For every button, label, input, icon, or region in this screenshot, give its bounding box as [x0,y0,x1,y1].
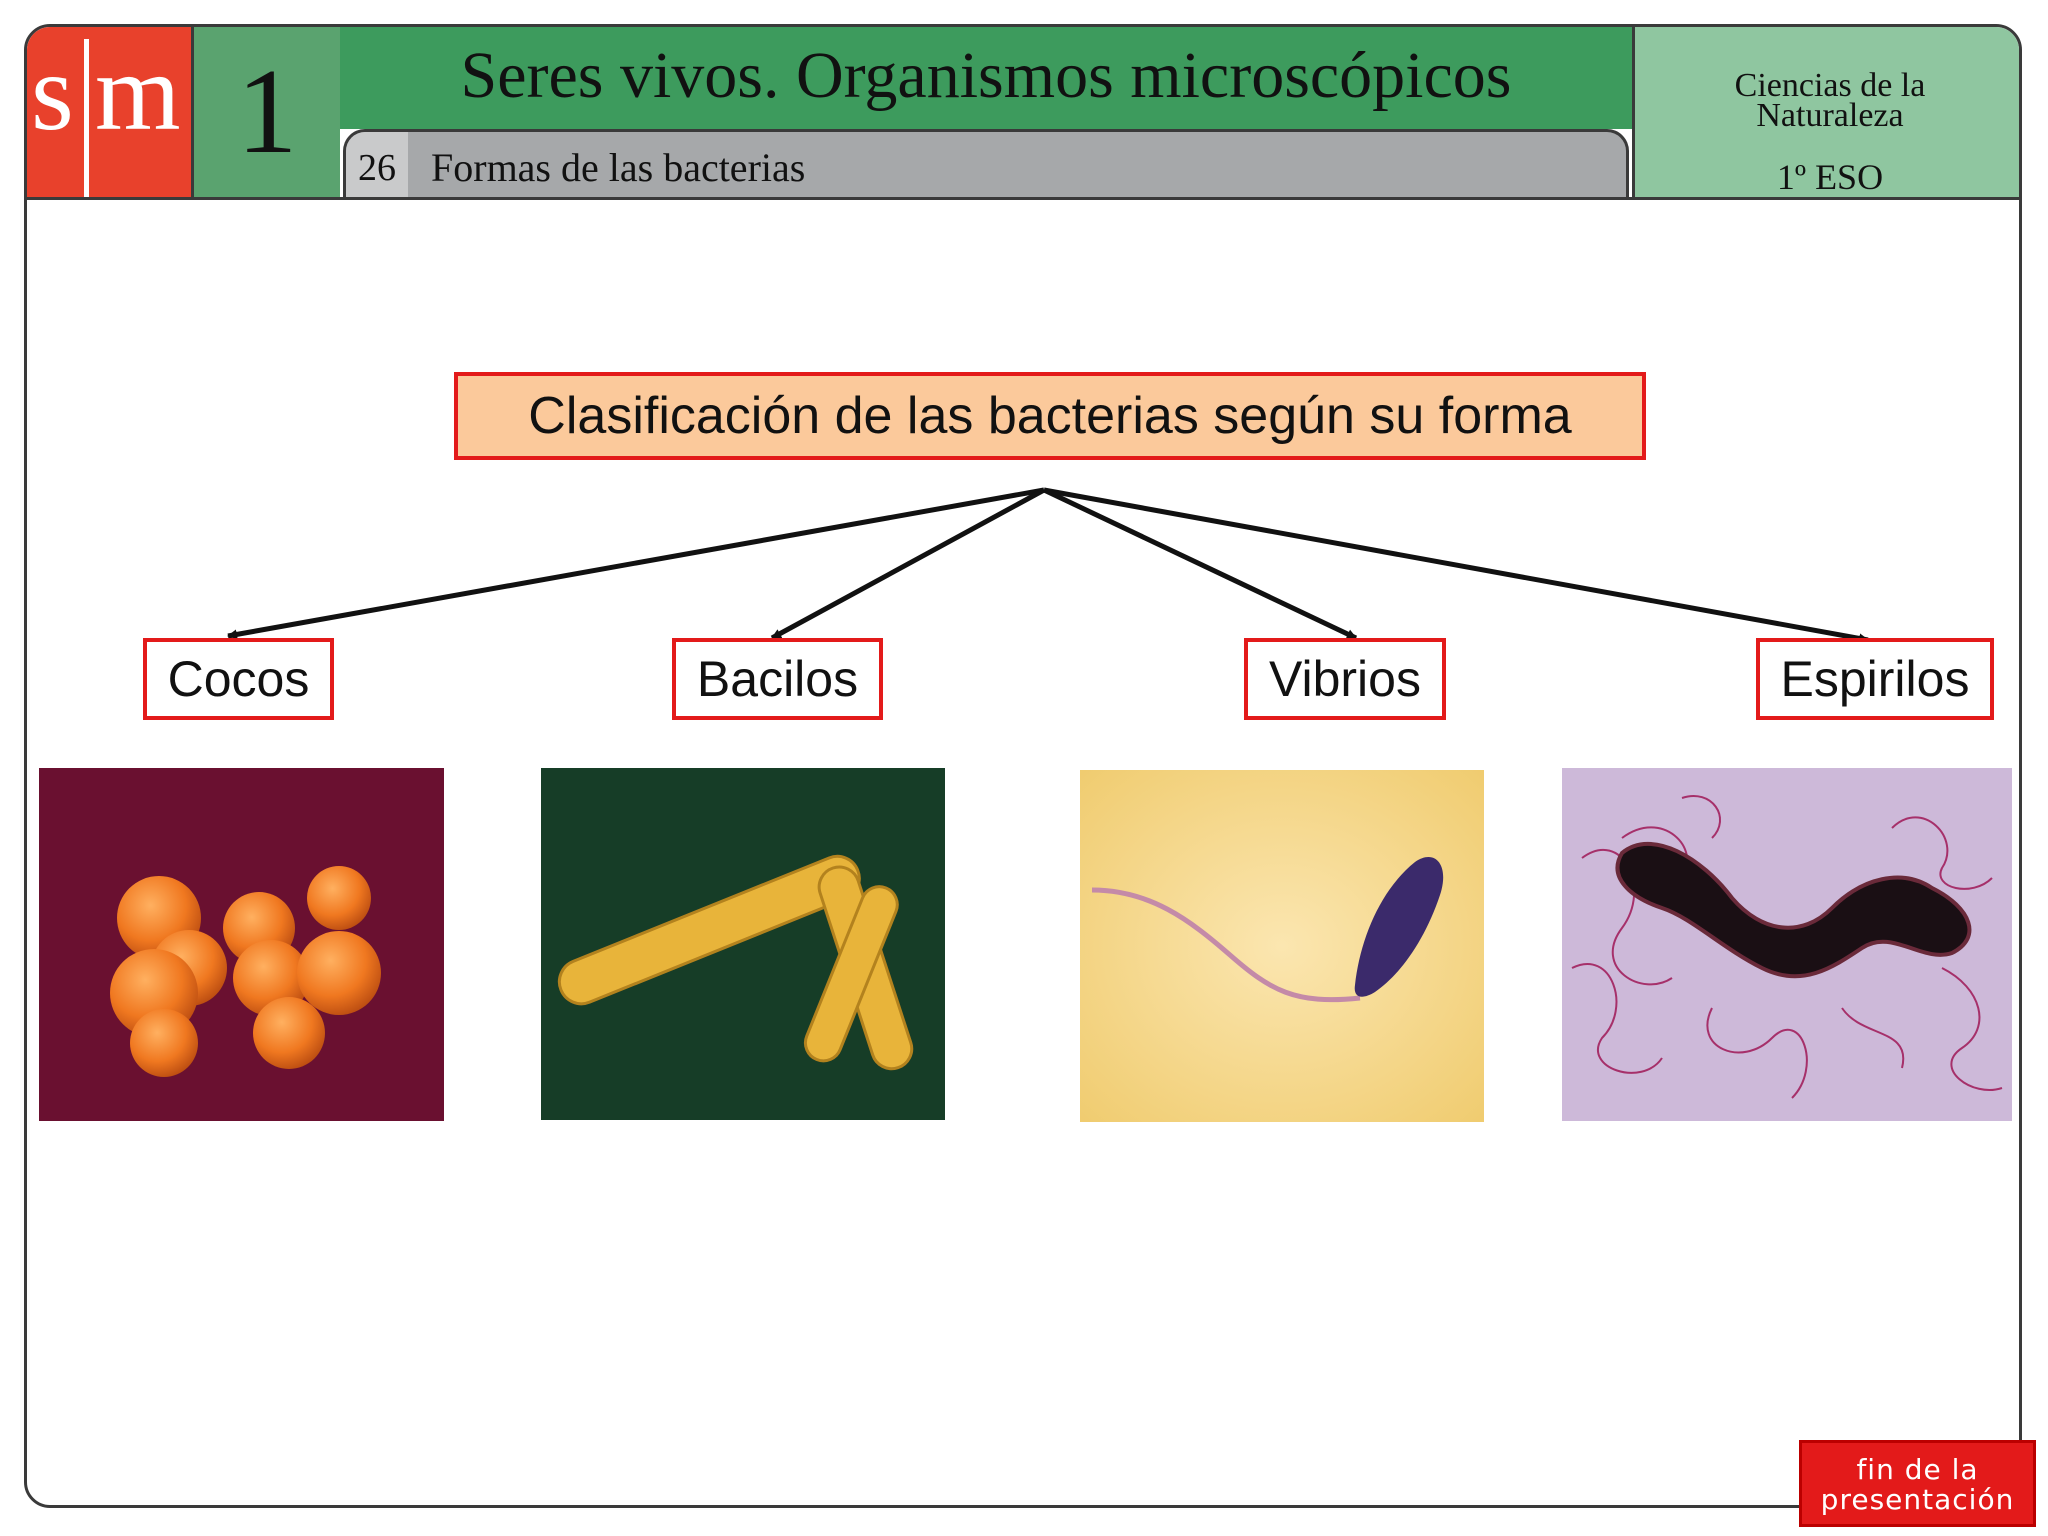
subject-line-1: Ciencias de la [1734,67,1926,104]
slide-number: 26 [346,132,408,197]
logo-letter-m: m [95,31,181,153]
sm-logo: s m [27,27,191,197]
arrow-to-vibrios [1042,487,1358,641]
logo-divider [84,39,89,197]
end-presentation-button[interactable]: fin de la presentación [1799,1440,2036,1527]
category-bacilos: Bacilos [672,638,883,720]
subject-box: Ciencias de la Naturaleza 1º ESO [1632,27,2019,197]
end-button-line-2: presentación [1820,1483,2015,1516]
subject-name: Ciencias de la Naturaleza [1635,67,2019,134]
arrow-to-bacilos [770,487,1046,641]
slide-title: Formas de las bacterias [431,145,806,190]
category-espirilos: Espirilos [1756,638,1994,720]
unit-title: Seres vivos. Organismos microscópicos [460,39,1512,112]
end-button-line-1: fin de la [1856,1453,1979,1486]
slide-frame: s m 1 Seres vivos. Organismos microscópi… [24,24,2022,1508]
subtitle-tab: 26 Formas de las bacterias [343,129,1629,197]
title-bar: Seres vivos. Organismos microscópicos [340,27,1632,129]
category-vibrios: Vibrios [1244,638,1446,720]
unit-number: 1 [236,44,298,179]
arrow-to-espirilos [1043,487,1869,644]
unit-number-box: 1 [191,27,340,197]
logo-letter-s: s [31,31,74,153]
vibrio-micrograph [1080,770,1484,1122]
bacilli-micrograph [541,768,945,1120]
classification-title: Clasificación de las bacterias según su … [454,372,1646,460]
arrow-to-cocos [227,487,1045,640]
subject-line-2: Naturaleza [1756,97,1904,134]
spirillum-micrograph [1562,768,2012,1121]
category-cocos: Cocos [143,638,334,720]
slide-header: s m 1 Seres vivos. Organismos microscópi… [27,27,2019,200]
cocci-micrograph [39,768,444,1121]
course-level: 1º ESO [1776,157,1884,197]
